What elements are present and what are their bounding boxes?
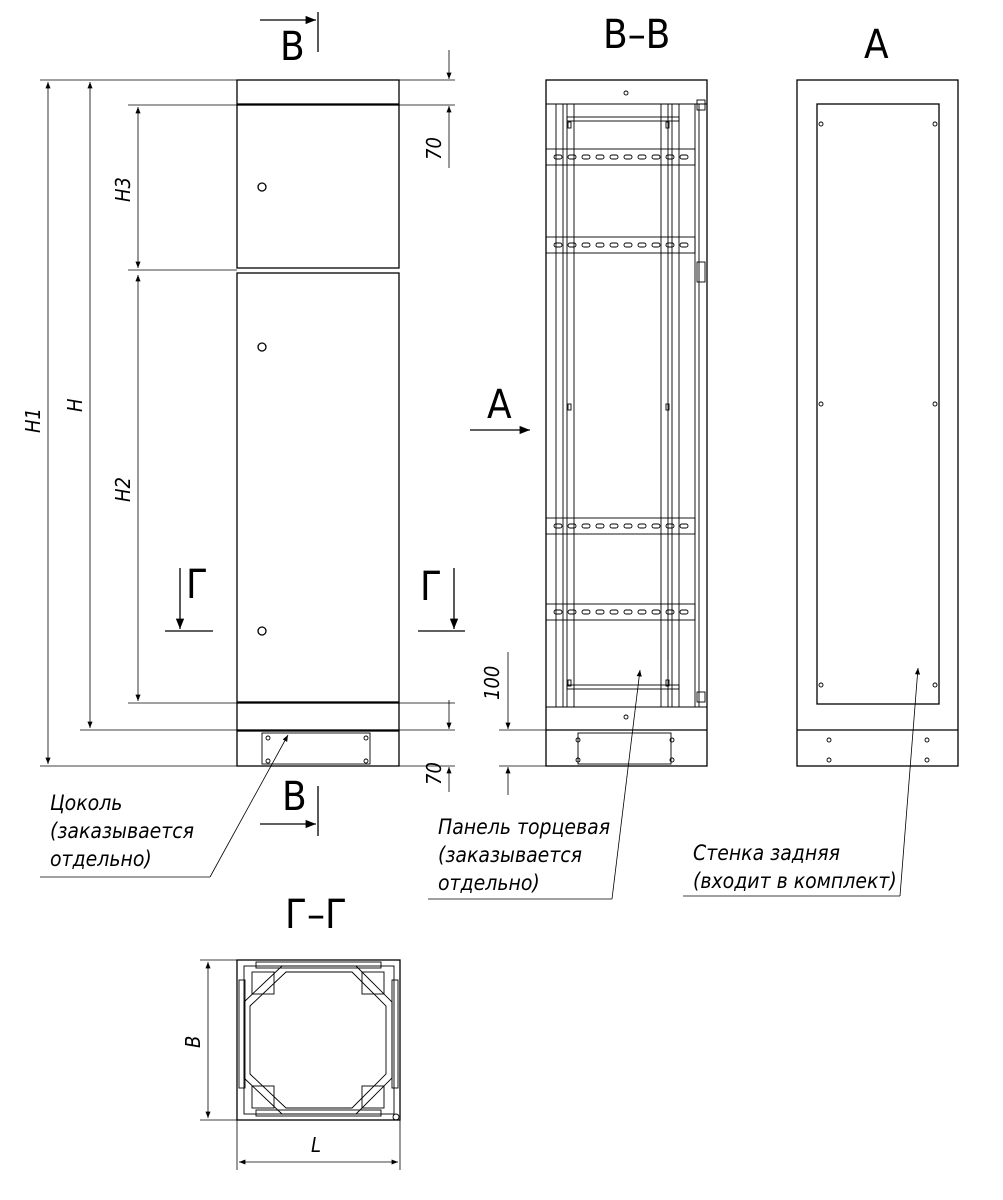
rail-slot: [581, 242, 591, 248]
rail-slot: [609, 609, 619, 615]
rail-slot: [595, 523, 605, 529]
rail-slot: [679, 242, 689, 248]
rail-slot: [567, 154, 577, 160]
perforated-rail-2: [545, 236, 696, 254]
marker-g-right: Г: [420, 564, 442, 610]
rail-slot: [553, 154, 563, 160]
rail-slot: [567, 609, 577, 615]
dim-label-l: L: [311, 1133, 321, 1157]
rail-slot: [567, 242, 577, 248]
dim-label-h2: H2: [111, 477, 135, 502]
section-markers-front: В В Г Г: [165, 12, 465, 836]
note-end-panel-line2: (заказывается: [438, 843, 582, 867]
dim-label-b: B: [181, 1036, 205, 1048]
rail-slot: [595, 609, 605, 615]
rail-slot: [581, 154, 591, 160]
rail-slot: [553, 609, 563, 615]
note-plinth-line2: (заказывается: [50, 819, 194, 843]
note-rear-wall-line1: Стенка задняя: [693, 841, 840, 865]
rail-slot: [637, 242, 647, 248]
section-g-view: Г–Г B L: [181, 892, 401, 1170]
note-plinth-line3: отдельно): [50, 847, 152, 871]
marker-v-bottom: В: [282, 774, 307, 820]
rail-slot: [651, 609, 661, 615]
rail-slot: [679, 523, 689, 529]
rail-slot: [665, 609, 675, 615]
upper-door-lock: [257, 182, 267, 192]
rail-slot: [553, 523, 563, 529]
rail-slot: [665, 523, 675, 529]
rail-slot: [679, 154, 689, 160]
dim-label-100: 100: [480, 666, 504, 700]
rail-slot: [665, 242, 675, 248]
marker-v-top: В: [280, 24, 305, 70]
perforated-rail-3: [545, 517, 696, 535]
rear-wall-panel: [816, 103, 940, 705]
section-v-outline: [545, 79, 708, 767]
cabinet-top-frame: [236, 79, 400, 105]
front-dimensions: H1 H H3 H2 70 70: [21, 50, 455, 792]
rail-slot: [623, 154, 633, 160]
perforated-rail-1: [545, 148, 696, 166]
rail-slot: [609, 242, 619, 248]
note-plinth-line1: Цоколь: [50, 791, 122, 815]
view-a-outline: [796, 79, 959, 767]
section-v-view: В–В: [470, 12, 708, 795]
lower-door-lock-top: [257, 342, 267, 352]
rail-slot: [665, 154, 675, 160]
rail-slot: [623, 609, 633, 615]
rail-slot: [623, 242, 633, 248]
perforated-rail-4: [545, 603, 696, 621]
rail-slot: [637, 609, 647, 615]
notes: Цоколь (заказывается отдельно) Панель то…: [40, 667, 921, 900]
lower-door: [236, 272, 400, 703]
dim-label-top-70: 70: [422, 137, 446, 160]
note-end-panel-line1: Панель торцевая: [438, 815, 610, 839]
rail-slot: [637, 523, 647, 529]
upper-door: [236, 104, 400, 269]
cabinet-bottom-frame: [236, 702, 400, 731]
section-v-title: В–В: [603, 12, 670, 58]
plinth: [236, 730, 400, 767]
dim-label-bottom-70: 70: [422, 762, 446, 785]
rail-slot: [679, 609, 689, 615]
dim-label-h: H: [63, 398, 87, 412]
rail-slot: [651, 154, 661, 160]
rail-slot: [595, 242, 605, 248]
note-end-panel-line3: отдельно): [438, 871, 540, 895]
view-a: А: [796, 22, 959, 767]
section-g-outline: [236, 959, 401, 1121]
view-a-title: А: [864, 22, 889, 68]
rail-slot: [651, 242, 661, 248]
marker-g-left: Г: [186, 562, 208, 608]
front-view: [236, 79, 400, 767]
lower-door-lock-bottom: [257, 626, 267, 636]
rail-slot: [609, 523, 619, 529]
rail-slot: [651, 523, 661, 529]
section-g-title: Г–Г: [285, 892, 347, 938]
dim-label-h1: H1: [21, 408, 45, 433]
rail-slot: [553, 242, 563, 248]
rail-slot: [595, 154, 605, 160]
rail-slot: [567, 523, 577, 529]
rail-slot: [581, 609, 591, 615]
dim-label-h3: H3: [111, 177, 135, 202]
rail-slot: [581, 523, 591, 529]
rail-slot: [609, 154, 619, 160]
rail-slot: [623, 523, 633, 529]
view-a-marker: А: [487, 382, 512, 428]
rail-slot: [637, 154, 647, 160]
note-rear-wall-line2: (входит в комплект): [693, 869, 897, 893]
